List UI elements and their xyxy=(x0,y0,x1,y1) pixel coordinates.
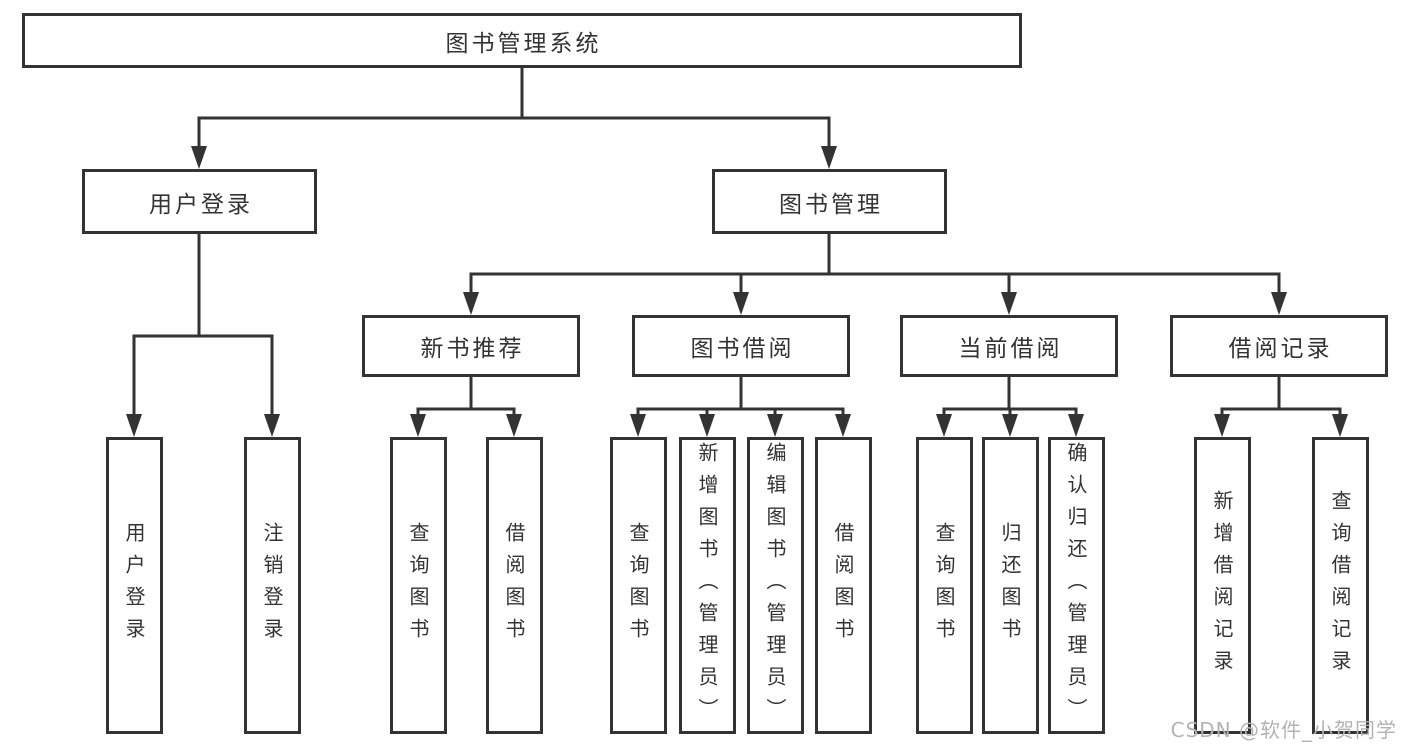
arrow-down-icon xyxy=(699,414,715,437)
leaf-add-book-admin: 新增图书（管理员） xyxy=(678,437,736,734)
leaf-borrow-book-recommend: 借阅图书 xyxy=(485,437,543,734)
leaf-add-borrow-record: 新增借阅记录 xyxy=(1193,437,1251,734)
arrow-down-icon xyxy=(1068,414,1084,437)
node-new-book-recommend: 新书推荐 xyxy=(362,315,580,377)
leaf-query-book-current-label: 查询图书 xyxy=(932,521,956,650)
leaf-edit-book-admin: 编辑图书（管理员） xyxy=(746,437,804,734)
arrow-down-icon xyxy=(630,414,646,437)
node-book-borrow: 图书借阅 xyxy=(632,315,850,377)
node-user-login: 用户登录 xyxy=(82,169,317,234)
leaf-logout-login: 注销登录 xyxy=(243,437,301,734)
node-user-login-label: 用户登录 xyxy=(149,191,253,218)
leaf-user-login-label: 用户登录 xyxy=(122,521,146,650)
leaf-borrow-book-borrow: 借阅图书 xyxy=(814,437,872,734)
node-book-borrow-label: 图书借阅 xyxy=(690,336,795,362)
leaf-query-borrow-record: 查询借阅记录 xyxy=(1311,437,1369,734)
arrow-down-icon xyxy=(126,414,142,437)
node-book-management-label: 图书管理 xyxy=(779,191,883,218)
arrow-down-icon xyxy=(835,414,851,437)
arrow-down-icon xyxy=(506,414,522,437)
node-new-book-recommend-label: 新书推荐 xyxy=(420,336,525,362)
arrow-down-icon xyxy=(936,414,952,437)
leaf-add-borrow-record-label: 新增借阅记录 xyxy=(1210,489,1234,682)
node-current-borrow-label: 当前借阅 xyxy=(958,336,1063,362)
arrow-down-icon xyxy=(410,414,426,437)
leaf-query-borrow-record-label: 查询借阅记录 xyxy=(1328,489,1352,682)
arrow-down-icon xyxy=(264,414,280,437)
leaf-edit-book-admin-label: 编辑图书（管理员） xyxy=(763,441,787,730)
leaf-user-login: 用户登录 xyxy=(105,437,163,734)
arrow-down-icon xyxy=(767,414,783,437)
node-borrow-records: 借阅记录 xyxy=(1170,315,1388,377)
arrow-down-icon xyxy=(1271,292,1287,315)
leaf-return-book-label: 归还图书 xyxy=(998,521,1022,650)
node-borrow-records-label: 借阅记录 xyxy=(1228,336,1333,362)
node-current-borrow: 当前借阅 xyxy=(900,315,1118,377)
leaf-logout-login-label: 注销登录 xyxy=(260,521,284,650)
arrow-down-icon xyxy=(463,292,479,315)
node-root: 图书管理系统 xyxy=(22,13,1022,68)
arrow-down-icon xyxy=(1332,414,1348,437)
node-book-management: 图书管理 xyxy=(712,169,947,234)
arrow-down-icon xyxy=(821,146,837,169)
leaf-add-book-admin-label: 新增图书（管理员） xyxy=(695,441,719,730)
connector-path xyxy=(132,66,1342,417)
leaf-return-book: 归还图书 xyxy=(981,437,1039,734)
leaf-borrow-book-borrow-label: 借阅图书 xyxy=(831,521,855,650)
leaf-query-book-borrow-label: 查询图书 xyxy=(626,521,650,650)
arrow-down-icon xyxy=(733,292,749,315)
leaf-query-book-current: 查询图书 xyxy=(915,437,973,734)
leaf-confirm-return-admin-label: 确认归还（管理员） xyxy=(1064,441,1088,730)
leaf-query-book-borrow: 查询图书 xyxy=(609,437,667,734)
watermark-text: CSDN @软件_小贺同学 xyxy=(1170,718,1397,742)
arrow-down-icon xyxy=(1214,414,1230,437)
arrowhead-icons xyxy=(126,146,1348,437)
leaf-confirm-return-admin: 确认归还（管理员） xyxy=(1047,437,1105,734)
leaf-query-book-recommend-label: 查询图书 xyxy=(406,521,430,650)
arrow-down-icon xyxy=(1001,292,1017,315)
node-root-label: 图书管理系统 xyxy=(445,30,602,57)
arrow-down-icon xyxy=(1002,414,1018,437)
arrow-down-icon xyxy=(191,146,207,169)
leaf-borrow-book-recommend-label: 借阅图书 xyxy=(502,521,526,650)
leaf-query-book-recommend: 查询图书 xyxy=(389,437,447,734)
